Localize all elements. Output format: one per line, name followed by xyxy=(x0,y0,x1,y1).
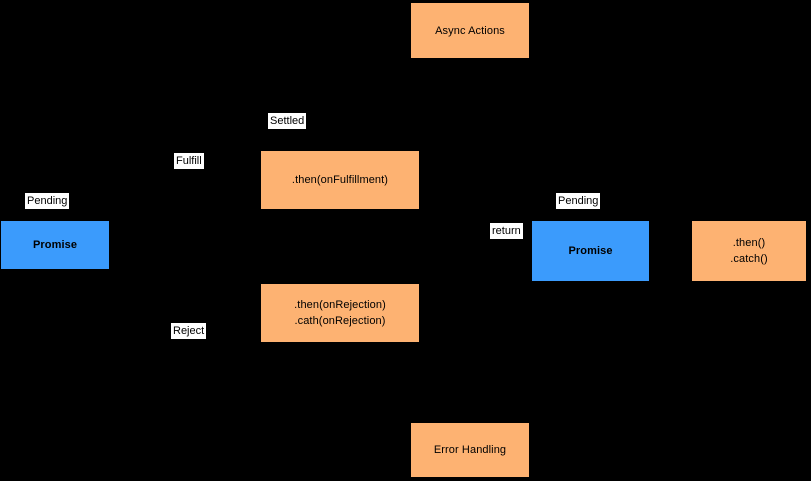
promise-node-right[interactable]: Promise xyxy=(531,220,650,282)
node-label: .then(onRejection) xyxy=(294,299,386,311)
then-catch-node[interactable]: .then() .catch() xyxy=(691,220,807,282)
edge-reject-to-error xyxy=(339,343,471,422)
edge-fulfill-to-async xyxy=(339,59,471,150)
edge-label-pending-right: Pending xyxy=(556,193,601,209)
error-handling-node[interactable]: Error Handling xyxy=(410,422,530,478)
node-label: Error Handling xyxy=(433,444,507,456)
promise-node-left[interactable]: Promise xyxy=(0,220,110,270)
then-onfulfillment-node[interactable]: .then(onFulfillment) xyxy=(260,150,420,210)
async-actions-node[interactable]: Async Actions xyxy=(410,2,530,59)
node-label: .then() xyxy=(732,237,766,249)
node-label: .then(onFulfillment) xyxy=(291,174,389,186)
node-label: Promise xyxy=(32,239,78,251)
node-label: Promise xyxy=(568,245,613,257)
node-label: .cath(onRejection) xyxy=(294,315,386,327)
edge-label-reject: Reject xyxy=(171,323,207,339)
edge-label-pending-left: Pending xyxy=(25,193,70,209)
node-label: .catch() xyxy=(730,253,768,265)
edge-promise-to-reject xyxy=(110,244,260,314)
edge-label-fulfill: Fulfill xyxy=(174,153,204,169)
edge-label-return: return xyxy=(490,223,523,239)
then-cath-onrejection-node[interactable]: .then(onRejection) .cath(onRejection) xyxy=(260,283,420,343)
edge-label-settled: Settled xyxy=(268,113,307,129)
node-label: Async Actions xyxy=(435,24,505,37)
edge-promise-to-fulfill xyxy=(110,179,260,246)
edge-fulfill-to-promise xyxy=(420,179,531,252)
